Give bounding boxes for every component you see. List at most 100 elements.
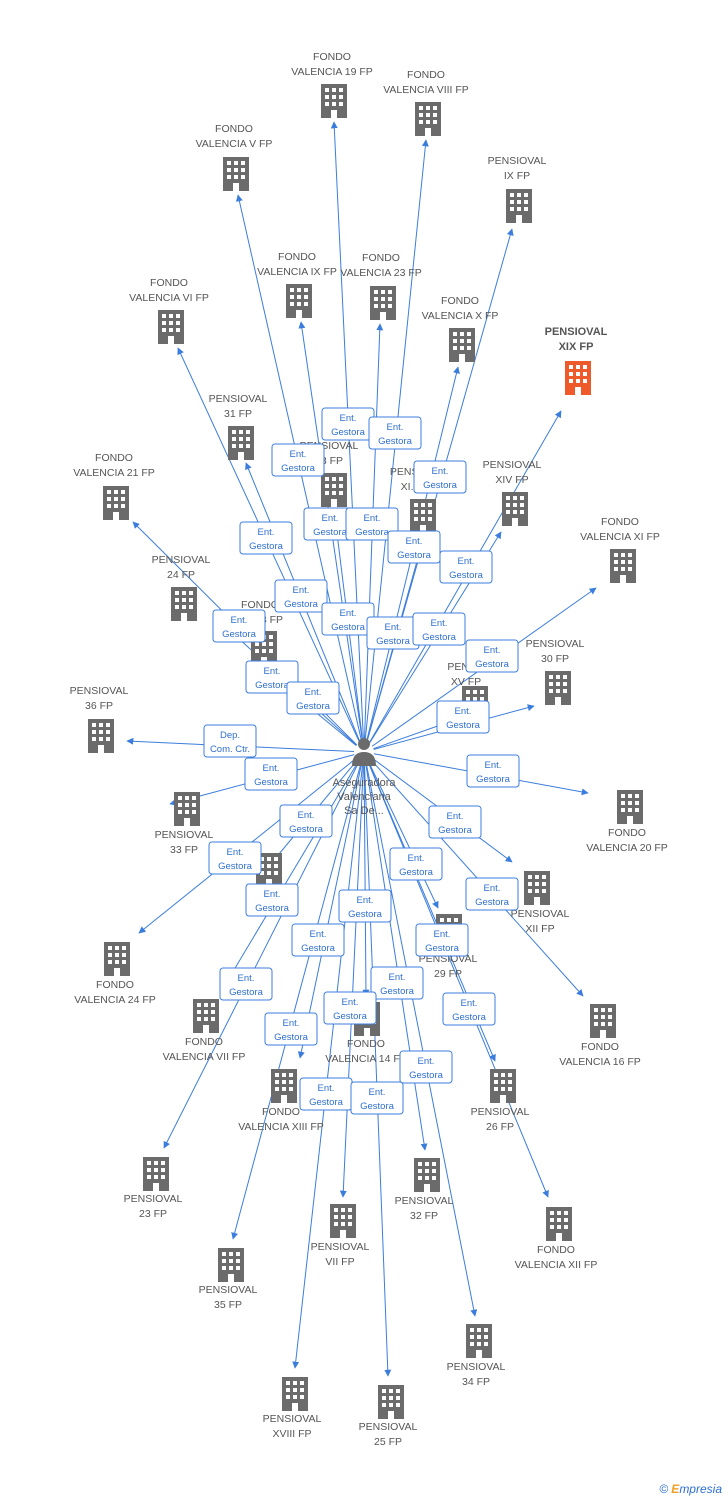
edge-label-line: Ent. (263, 763, 280, 774)
edge-label-line: Ent. (408, 853, 425, 864)
edge-label-line: Ent. (305, 687, 322, 698)
node-label-line: VALENCIA XI FP (580, 531, 660, 543)
building-icon (158, 310, 184, 344)
edge-relation-label: Ent.Gestora (387, 530, 441, 564)
edge-relation-label: Ent.Gestora (208, 841, 262, 875)
center-name-line: Valenciana (337, 791, 391, 803)
node-label-line: PENSIOVAL (359, 1421, 418, 1433)
node-label-line: IX FP (504, 170, 530, 182)
edge-label-line: Gestora (218, 861, 253, 872)
edge-label-line: Gestora (438, 825, 473, 836)
edge-label-box (399, 1050, 453, 1084)
building-icon (330, 1204, 356, 1238)
edge-relation-label: Ent.Gestora (412, 612, 466, 646)
node-label-line: VALENCIA VIII FP (383, 84, 469, 96)
node-label-line: XII FP (525, 923, 554, 935)
edge-relation-label: Dep.Com. Ctr. (203, 724, 257, 758)
node-label-line: VALENCIA X FP (422, 310, 499, 322)
node-label-line: VALENCIA VI FP (129, 292, 209, 304)
node-label-line: VALENCIA 14 FP (325, 1053, 407, 1065)
edge-label-box (203, 724, 257, 758)
edge-relation-label: Ent.Gestora (279, 804, 333, 838)
edge-relation-label: Ent.Gestora (245, 883, 299, 917)
edge-relation-label: Ent.Gestora (219, 967, 273, 1001)
building-icon (228, 426, 254, 460)
node-company-34[interactable]: PENSIOVAL VII FP (311, 1204, 370, 1268)
edge-label-line: Gestora (289, 824, 324, 835)
node-label-line: PENSIOVAL (311, 1241, 370, 1253)
edge-label-box (389, 847, 443, 881)
building-icon (103, 486, 129, 520)
building-icon (610, 549, 636, 583)
node-company-14[interactable]: FONDO VALENCIA XI FP (580, 516, 660, 583)
edge-label-line: Ent. (340, 413, 357, 424)
center-name-line: Sa De... (344, 805, 384, 817)
edge-relation-label: Ent.Gestora (399, 1050, 453, 1084)
building-icon (171, 587, 197, 621)
edge-label-box (439, 550, 493, 584)
edge-label-line: Gestora (423, 480, 458, 491)
edge-label-line: Ent. (340, 608, 357, 619)
building-icon (370, 286, 396, 320)
node-label-line: PENSIOVAL (526, 638, 585, 650)
edge-relation-label: Ent.Gestora (413, 460, 467, 494)
building-icon (193, 999, 219, 1033)
edge-label-line: Ent. (293, 585, 310, 596)
edge-label-line: Gestora (475, 659, 510, 670)
building-icon (282, 1377, 308, 1411)
edge-label-box (291, 923, 345, 957)
brand-e-logo: E (671, 1482, 680, 1496)
node-label-line: VII FP (325, 1256, 354, 1268)
building-icon (565, 361, 591, 395)
edge-34 (339, 761, 365, 1198)
edge-label-box (436, 700, 490, 734)
edge-label-line: Ent. (484, 645, 501, 656)
edge-label-box (264, 1012, 318, 1046)
edge-37 (292, 761, 364, 1369)
node-label-line: VALENCIA VII FP (163, 1051, 246, 1063)
node-label-line: 31 FP (224, 408, 252, 420)
edge-label-line: Ent. (342, 997, 359, 1008)
edge-label-line: Gestora (309, 1097, 344, 1108)
edge-label-line: Ent. (485, 760, 502, 771)
node-label-line: FONDO (601, 516, 639, 528)
edge-relation-label: Ent.Gestora (465, 877, 519, 911)
building-icon (502, 492, 528, 526)
edge-label-line: Gestora (449, 570, 484, 581)
edge-relation-label: Ent.Gestora (245, 660, 299, 694)
edge-label-box (350, 1081, 404, 1115)
